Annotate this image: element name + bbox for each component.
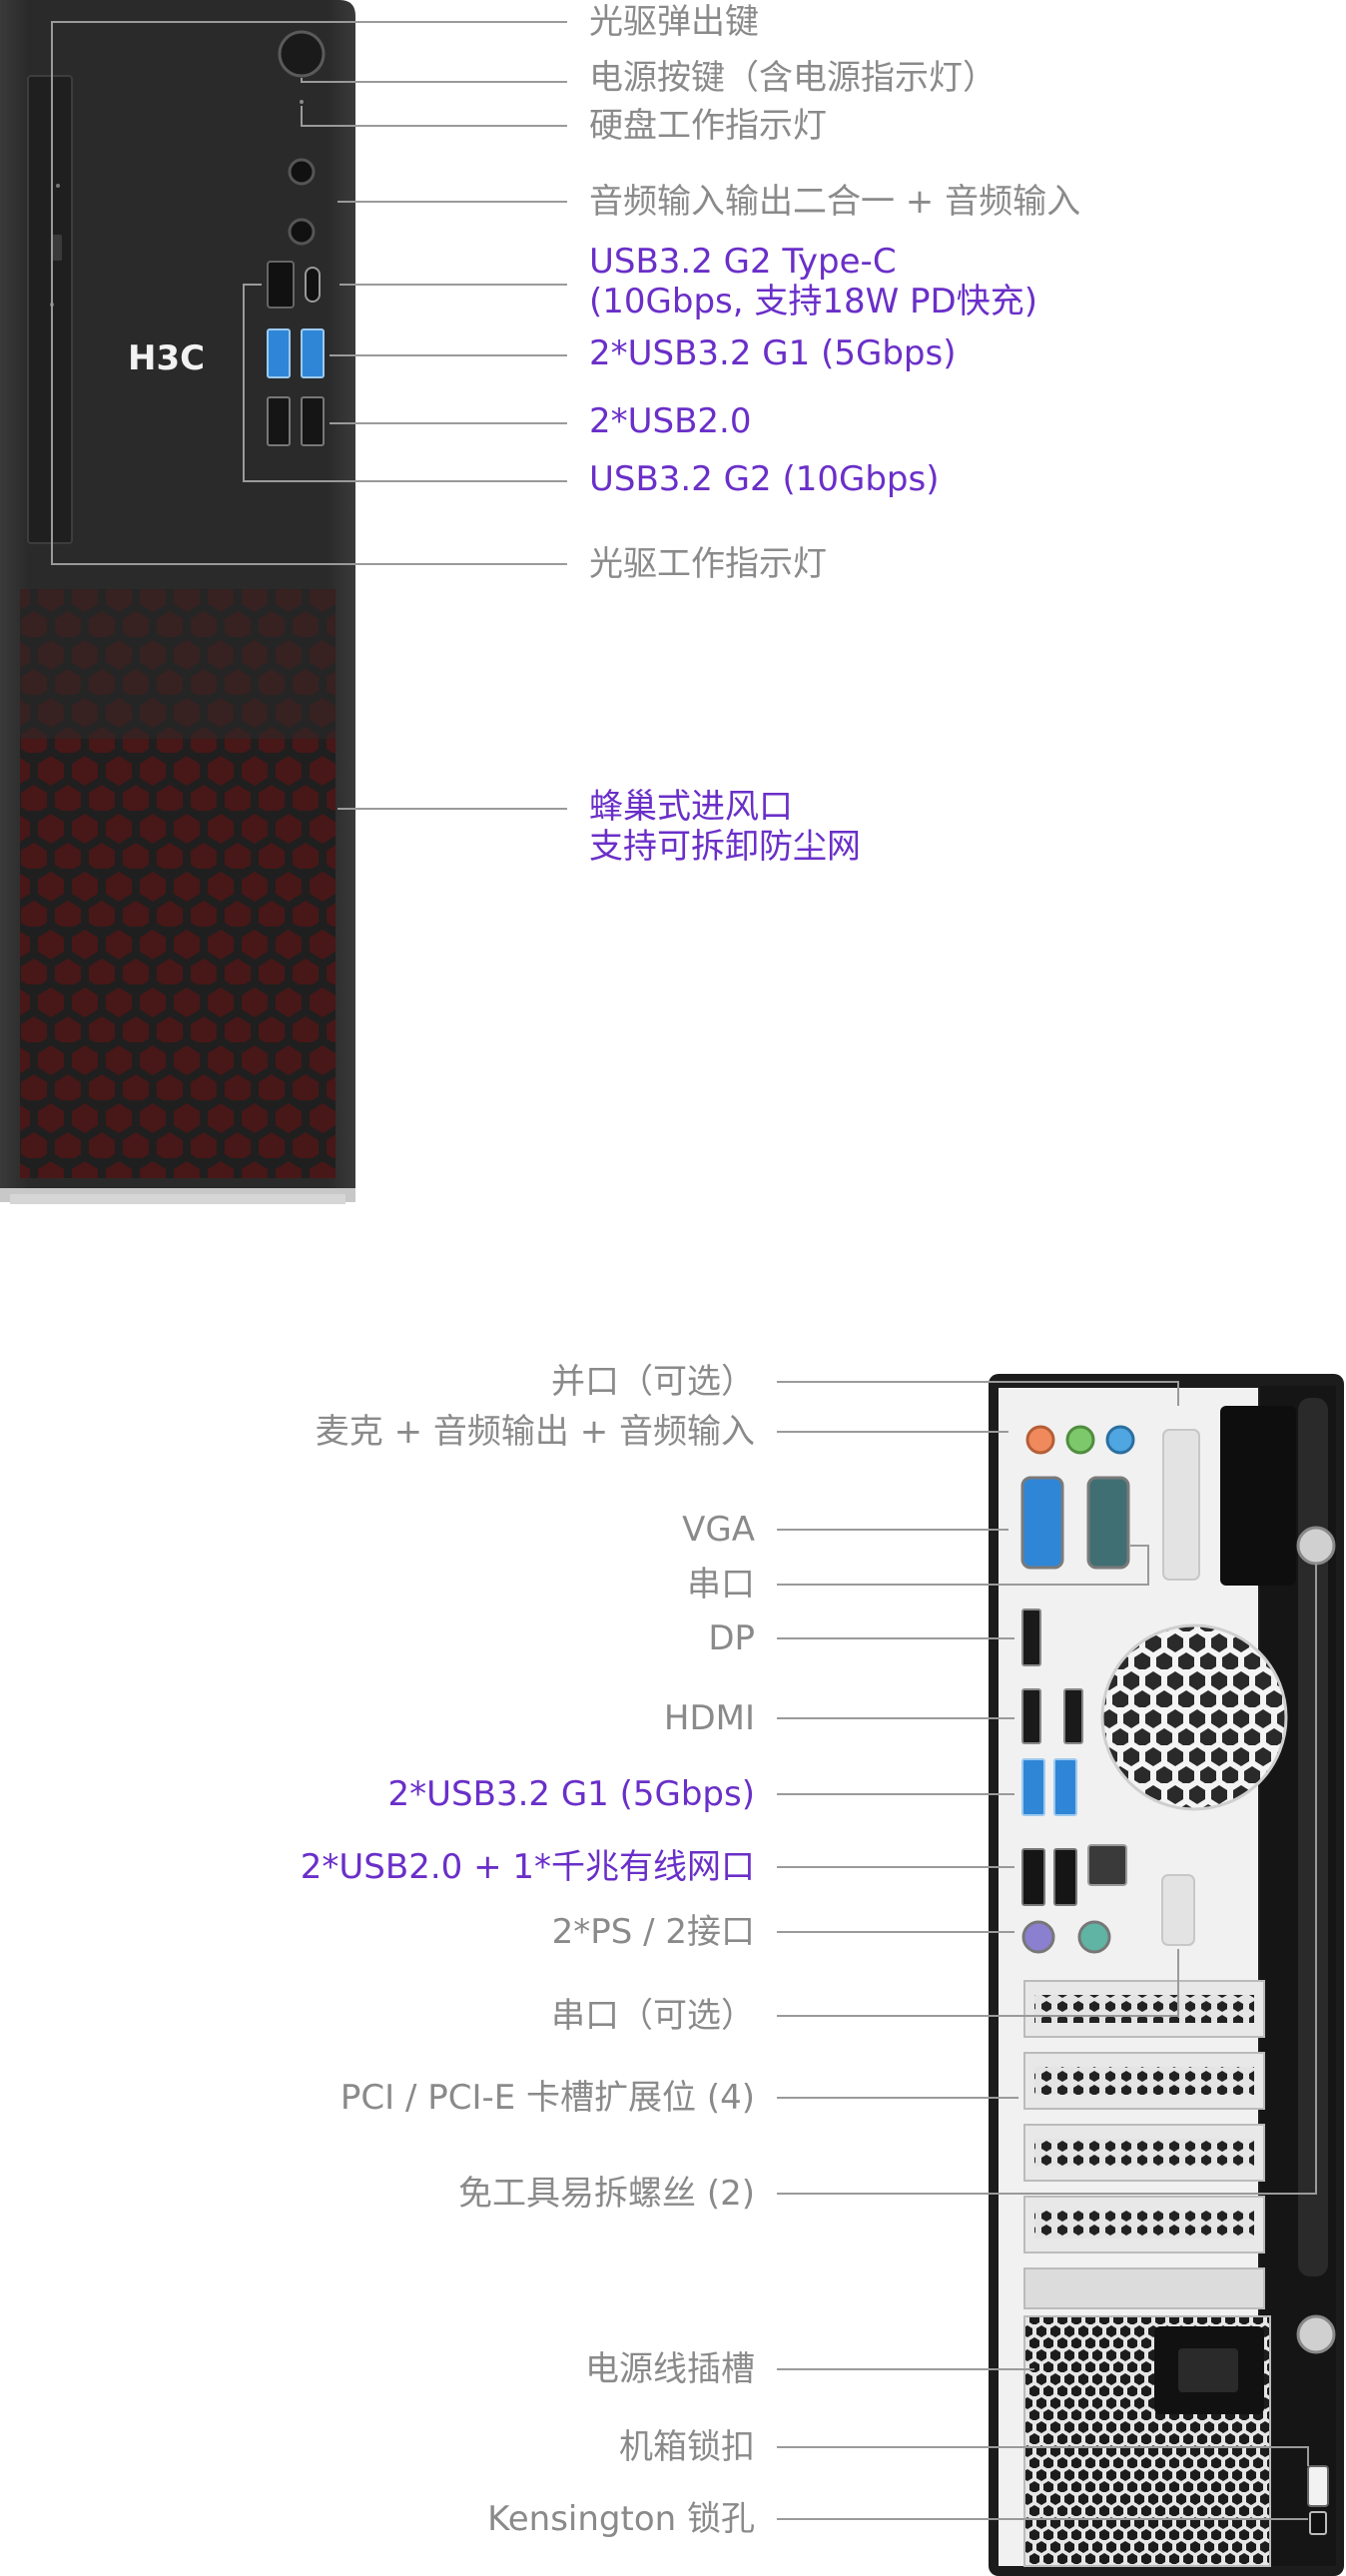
label-rear-audio: 麦克 + 音频输出 + 音频输入 xyxy=(315,1412,755,1452)
label-serial-port: 串口 xyxy=(687,1565,755,1605)
label-kensington-lock: Kensington 锁孔 xyxy=(487,2499,755,2539)
label-power-button: 电源按键（含电源指示灯） xyxy=(589,58,997,98)
label-usb-typec: USB3.2 G2 Type-C xyxy=(589,242,897,282)
label-expansion-slots: PCI / PCI-E 卡槽扩展位 (4) xyxy=(339,2078,755,2118)
label-serial-optional: 串口（可选） xyxy=(551,1996,755,2036)
label-thumb-screws: 免工具易拆螺丝 (2) xyxy=(458,2174,755,2214)
label-rear-usb3: 2*USB3.2 G1 (5Gbps) xyxy=(387,1774,755,1814)
label-vga: VGA xyxy=(682,1510,755,1550)
label-ps2: 2*PS / 2接口 xyxy=(551,1912,755,1952)
label-front-usb2: 2*USB2.0 xyxy=(589,401,752,441)
label-hdd-indicator: 硬盘工作指示灯 xyxy=(589,106,827,146)
label-parallel-port: 并口（可选） xyxy=(551,1362,755,1402)
label-optical-indicator: 光驱工作指示灯 xyxy=(589,544,827,584)
label-front-usb3-g2: USB3.2 G2 (10Gbps) xyxy=(589,459,940,499)
label-optical-eject-button: 光驱弹出键 xyxy=(589,2,759,42)
label-usb-typec-detail: (10Gbps, 支持18W PD快充) xyxy=(589,282,1038,322)
label-power-socket: 电源线插槽 xyxy=(585,2349,755,2389)
label-audio-combo: 音频输入输出二合一 + 音频输入 xyxy=(589,182,1081,222)
label-front-usb3-g1: 2*USB3.2 G1 (5Gbps) xyxy=(589,333,957,373)
h3c-logo: H3C xyxy=(128,338,205,378)
label-dp: DP xyxy=(708,1618,755,1658)
label-rear-usb2-lan: 2*USB2.0 + 1*千兆有线网口 xyxy=(300,1847,755,1887)
label-honeycomb-vent: 蜂巢式进风口 xyxy=(589,787,793,827)
label-dust-filter: 支持可拆卸防尘网 xyxy=(589,827,861,867)
label-case-lock: 机箱锁扣 xyxy=(619,2427,755,2467)
label-hdmi: HDMI xyxy=(663,1698,755,1738)
